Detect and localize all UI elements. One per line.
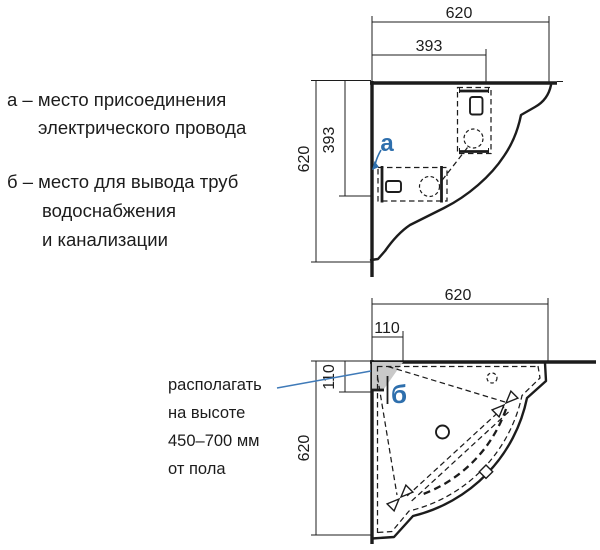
annotation: располагать на высоте 450–700 мм от пола (168, 370, 372, 478)
bottom-view: 620 110 620 110 б (296, 287, 596, 544)
marker-a-arrow-head (372, 161, 379, 170)
switch-symbol (469, 96, 484, 116)
marker-a: а (372, 130, 394, 170)
cabinet-outline (369, 83, 553, 262)
switch-symbol (385, 180, 402, 193)
dim-label-bottom-width: 620 (445, 287, 472, 304)
bowl-chord-outer (405, 406, 505, 498)
annotation-line3: 450–700 мм (168, 432, 260, 450)
marker-a-arrow-line (374, 149, 382, 164)
dim-label-bottom-inner-height: 110 (321, 364, 338, 390)
marker-a-label: а (380, 130, 394, 157)
dim-label-top-height: 620 (296, 146, 313, 173)
socket-circle (463, 128, 484, 149)
socket-box-outline (456, 86, 492, 155)
fastening-symbol-upper (490, 389, 520, 419)
bowl-edge-upper (387, 365, 506, 403)
bowl-front-arc (421, 408, 508, 496)
connection-dash-line (441, 147, 468, 182)
annotation-line2: на высоте (168, 404, 245, 422)
socket-circle (418, 175, 441, 198)
service-zone-shade (372, 362, 403, 389)
top-view: 620 393 620 393 (296, 5, 563, 277)
legend-b-line2: водоснабжения (42, 200, 176, 221)
annotation-line1: располагать (168, 376, 262, 394)
legend-a-line2: электрического провода (38, 117, 247, 138)
fastening-symbol-lower (385, 483, 415, 513)
legend-a-line1: а – место присоединения (7, 89, 226, 110)
marker-b-label: б (391, 379, 407, 409)
bowl-chord-inner (409, 411, 509, 503)
bowtie-triangle (504, 389, 520, 405)
dim-label-bottom-height: 620 (296, 435, 313, 462)
socket-box-outline (377, 166, 448, 202)
bowtie-triangle (385, 497, 401, 513)
legend-b-line1: б – место для вывода труб (7, 171, 238, 192)
dim-label-bottom-inner-width: 110 (374, 320, 400, 337)
dim-label-top-inner-width: 393 (416, 38, 443, 55)
faucet-hole-dash (486, 372, 498, 384)
dim-label-top-inner-height: 393 (321, 127, 338, 154)
electrical-box-horizontal (377, 166, 448, 203)
dim-label-top-width: 620 (446, 5, 473, 22)
annotation-line4: от пола (168, 460, 226, 478)
electrical-box-vertical (456, 86, 492, 155)
bowtie-triangle (399, 483, 415, 499)
bowtie-triangle (490, 403, 506, 419)
legend: а – место присоединения электрического п… (7, 89, 247, 250)
annotation-leader-line (276, 370, 372, 389)
overflow-symbol (478, 464, 494, 480)
bowl-edge-lower (376, 376, 398, 496)
legend-b-line3: и канализации (42, 229, 168, 250)
drain-hole (435, 424, 450, 440)
